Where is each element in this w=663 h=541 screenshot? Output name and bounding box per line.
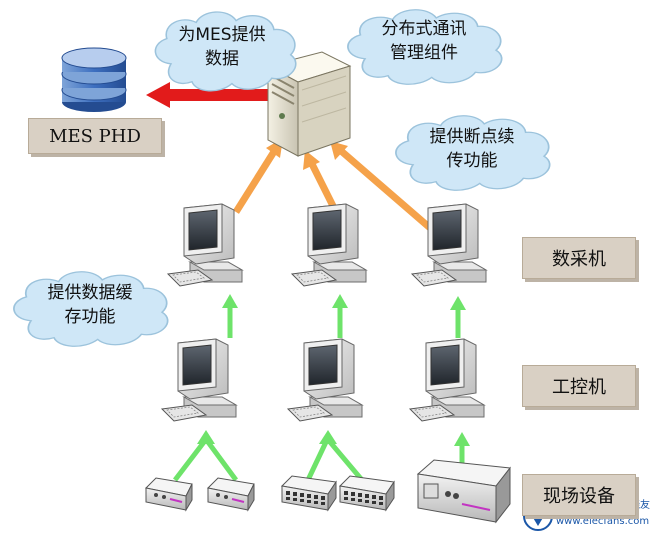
cloud-comm-line1: 分布式通讯	[382, 19, 467, 39]
cloud-comm-line2: 管理组件	[390, 43, 458, 63]
cloud-mes-line2: 数据	[205, 49, 239, 69]
field-device-large	[416, 459, 511, 524]
cloud-resume-line2: 传功能	[447, 151, 498, 171]
orange-arrow-left	[233, 138, 283, 214]
green-arrow-up-3	[450, 296, 466, 338]
field-device-1	[145, 477, 193, 511]
field-device-2	[207, 477, 255, 511]
controller-pc-2	[287, 338, 363, 422]
watermark-url: www.elecfans.com	[556, 516, 649, 527]
orange-arrow-right	[330, 141, 447, 243]
collector-pc-3	[411, 203, 487, 287]
green-arrows-field-2	[305, 440, 364, 482]
green-arrow-field-3	[454, 432, 470, 466]
controller-pc-1	[161, 338, 237, 422]
switch-device-2	[339, 475, 395, 511]
label-mes-phd: MES PHD	[28, 118, 162, 154]
green-arrows-field-1	[173, 440, 239, 482]
switch-device-1	[281, 475, 337, 511]
cloud-resume-line1: 提供断点续	[430, 127, 515, 147]
controller-pc-3	[409, 338, 485, 422]
orange-arrow-middle	[303, 150, 340, 214]
cloud-cache-line2: 存功能	[65, 307, 116, 327]
label-field-devices: 现场设备	[522, 474, 636, 516]
red-arrow	[146, 82, 270, 108]
cloud-mes-line1: 为MES提供	[178, 25, 265, 45]
green-arrowhead-field-1	[197, 430, 215, 444]
database-icon	[61, 47, 127, 112]
label-collector: 数采机	[522, 237, 636, 279]
green-arrow-up-1	[222, 294, 238, 338]
collector-pc-1	[167, 203, 243, 287]
cloud-cache-line1: 提供数据缓	[48, 283, 133, 303]
green-arrow-up-2	[332, 294, 348, 338]
green-arrowhead-field-2	[319, 430, 337, 444]
label-controller: 工控机	[522, 365, 636, 407]
collector-pc-2	[291, 203, 367, 287]
